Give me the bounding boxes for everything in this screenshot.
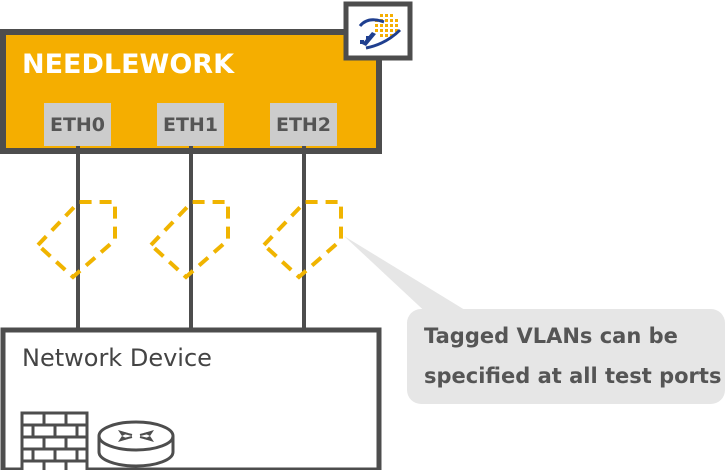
router-icon [97, 420, 175, 468]
needlework-logo [343, 1, 413, 61]
network-device-label: Network Device [22, 344, 212, 372]
needlework-title: NEEDLEWORK [22, 49, 235, 80]
callout-line-1: Tagged VLANs can be [424, 324, 678, 348]
ethernet-cables [76, 146, 306, 331]
vlan-tag-marker-eth0 [35, 200, 117, 280]
port-eth2: ETH2 [270, 103, 337, 146]
vlan-tag-marker-eth2 [261, 200, 343, 280]
port-label-eth0: ETH0 [50, 114, 105, 136]
port-eth1: ETH1 [157, 103, 224, 146]
vlan-callout: Tagged VLANs can be specified at all tes… [344, 236, 725, 404]
vlan-tag-marker-eth1 [148, 200, 230, 280]
logo-icon [358, 14, 402, 50]
port-label-eth1: ETH1 [163, 114, 218, 136]
firewall-icon [20, 411, 89, 470]
callout-bubble [407, 309, 725, 404]
callout-line-2: specified at all test ports [424, 364, 721, 388]
port-eth0: ETH0 [44, 103, 111, 146]
port-label-eth2: ETH2 [276, 114, 331, 136]
callout-pointer [344, 236, 478, 318]
